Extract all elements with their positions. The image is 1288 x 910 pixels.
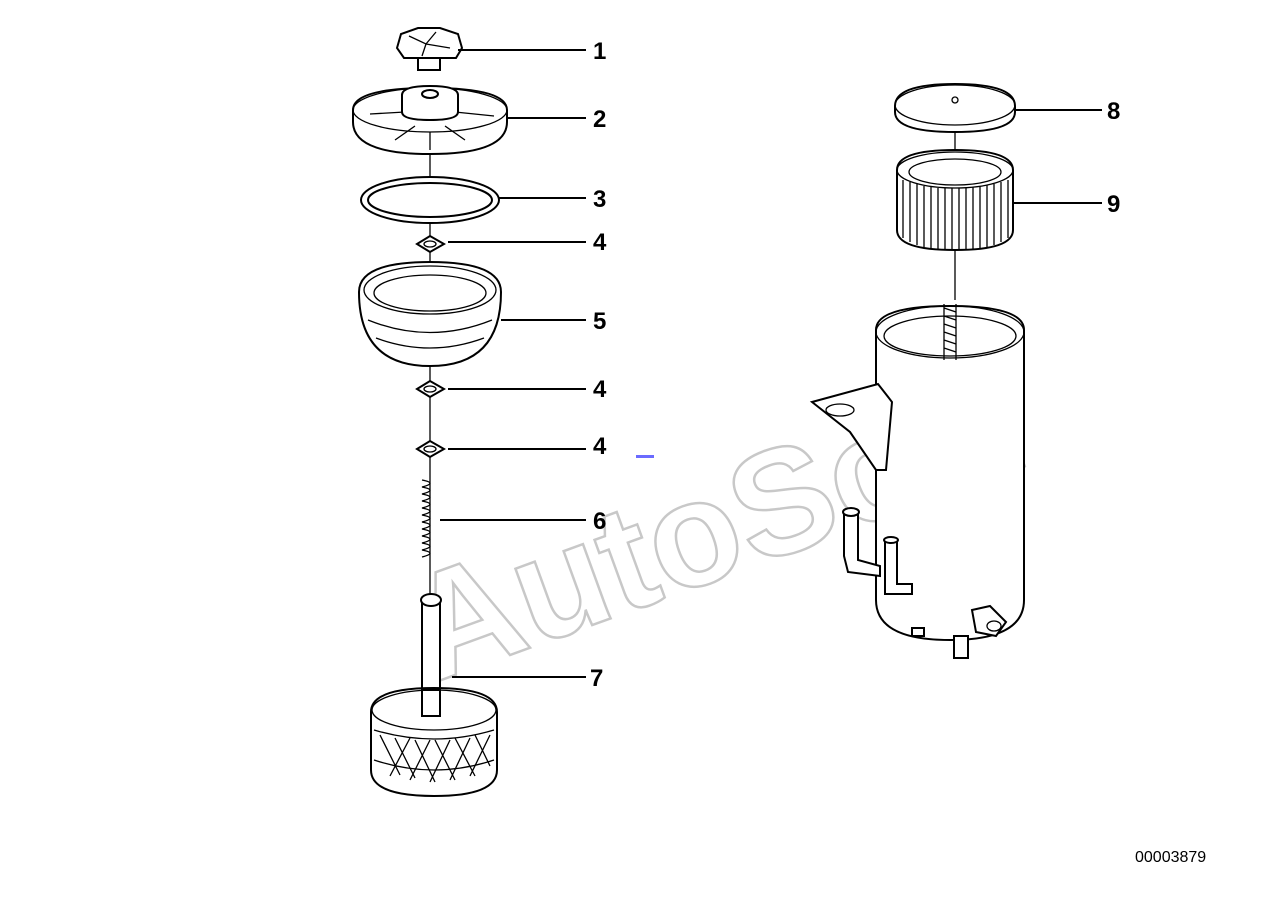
callout-5[interactable]: 5 (593, 308, 606, 335)
callout-9[interactable]: 9 (1107, 191, 1120, 218)
part-3-gasket[interactable] (360, 176, 500, 224)
diagram-number: 00003879 (1135, 849, 1206, 866)
marker-dash (636, 455, 654, 458)
part-4-washer-top[interactable] (415, 234, 447, 254)
part-1-cap[interactable] (395, 27, 464, 71)
part-5-strainer[interactable] (357, 260, 503, 368)
part-4-washer-middle[interactable] (415, 379, 447, 399)
callout-7[interactable]: 7 (590, 665, 603, 692)
callout-6[interactable]: 6 (593, 508, 606, 535)
reservoir-body[interactable] (809, 304, 1025, 659)
callout-4-lower[interactable]: 4 (593, 433, 607, 460)
callout-2[interactable]: 2 (593, 106, 606, 133)
part-9-filter[interactable] (896, 148, 1014, 252)
callout-4-middle[interactable]: 4 (593, 376, 607, 403)
callout-3[interactable]: 3 (593, 186, 606, 213)
callout-1[interactable]: 1 (593, 38, 606, 65)
part-8-lid[interactable] (894, 82, 1016, 134)
part-6-spring[interactable] (421, 479, 431, 558)
callout-4-top[interactable]: 4 (593, 229, 607, 256)
part-4-washer-lower[interactable] (415, 439, 447, 459)
part-7-filter-stem[interactable] (370, 593, 498, 798)
part-2-cover[interactable] (352, 84, 508, 156)
callout-8[interactable]: 8 (1107, 98, 1120, 125)
